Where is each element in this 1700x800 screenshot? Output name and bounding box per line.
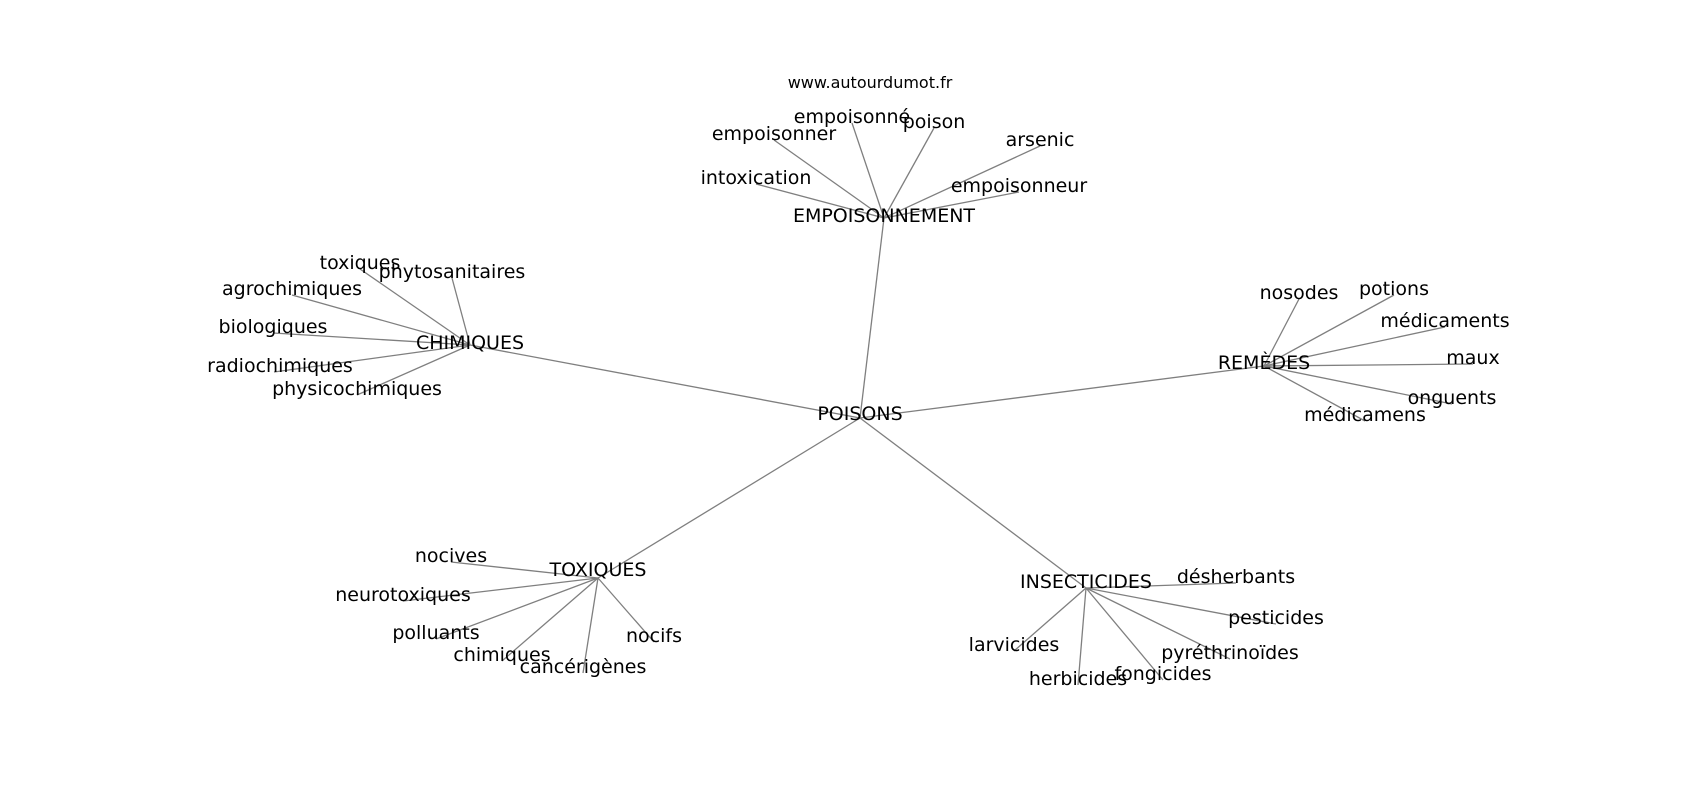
edge-toxiques-nocives xyxy=(450,561,599,579)
node-poisons[interactable]: POISONS xyxy=(817,403,902,425)
node-fongicides[interactable]: fongicides xyxy=(1114,663,1211,685)
edge-empoisonnement-intoxication xyxy=(755,183,885,219)
node-toxiques[interactable]: toxiques xyxy=(320,252,401,274)
node-medicaments[interactable]: médicaments xyxy=(1380,310,1509,332)
node-nosodes[interactable]: nosodes xyxy=(1260,282,1339,304)
edge-remedes-onguents xyxy=(1263,365,1453,405)
node-empoisonneur[interactable]: empoisonneur xyxy=(951,175,1088,197)
edge-toxiques-chimiques xyxy=(501,577,599,662)
node-desherbants[interactable]: désherbants xyxy=(1177,566,1295,588)
node-herbicides[interactable]: herbicides xyxy=(1029,668,1127,690)
node-empoisonner[interactable]: empoisonner xyxy=(712,123,836,145)
edge-empoisonnement-empoisonne xyxy=(851,122,885,219)
node-nocives[interactable]: nocives xyxy=(415,545,487,567)
node-arsenic[interactable]: arsenic xyxy=(1006,129,1075,151)
edge-insecticides-desherbants xyxy=(1085,582,1237,589)
node-intoxication[interactable]: intoxication xyxy=(701,167,812,189)
edge-remedes-medicamens xyxy=(1263,365,1366,422)
node-empoisonnement[interactable]: EMPOISONNEMENT xyxy=(793,205,975,227)
edge-toxiques-cancerigenes xyxy=(582,577,599,674)
node-pyrethrinoides[interactable]: pyréthrinoïdes xyxy=(1161,642,1299,664)
edge-poisons-insecticides xyxy=(859,417,1087,589)
node-physicochimiques[interactable]: physicochimiques xyxy=(272,378,442,400)
edge-chimiques-agrochimiques xyxy=(291,294,471,346)
edge-remedes-potions xyxy=(1263,294,1395,367)
edge-poisons-empoisonnement xyxy=(859,217,885,419)
edges xyxy=(272,122,1474,686)
node-toxiques[interactable]: TOXIQUES xyxy=(549,559,647,581)
edge-insecticides-fongicides xyxy=(1085,587,1164,681)
edge-insecticides-larvicides xyxy=(1013,587,1087,652)
node-nocifs[interactable]: nocifs xyxy=(626,625,682,647)
node-pesticides[interactable]: pesticides xyxy=(1228,607,1324,629)
node-chimiques[interactable]: chimiques xyxy=(453,644,550,666)
edge-toxiques-neurotoxiques xyxy=(402,577,599,602)
edge-poisons-toxiques xyxy=(597,417,861,579)
edge-chimiques-radiochimiques xyxy=(273,344,471,373)
node-neurotoxiques[interactable]: neurotoxiques xyxy=(335,584,471,606)
edge-remedes-medicaments xyxy=(1263,326,1446,367)
node-empoisonne[interactable]: empoisonné xyxy=(794,106,910,128)
edge-chimiques-phytosanitaires xyxy=(451,277,471,346)
node-cancerigenes[interactable]: cancérigènes xyxy=(520,656,647,678)
edge-insecticides-herbicides xyxy=(1077,587,1087,686)
node-potions[interactable]: potions xyxy=(1359,278,1429,300)
edge-empoisonnement-empoisonneur xyxy=(883,191,1020,219)
node-larvicides[interactable]: larvicides xyxy=(969,634,1060,656)
edge-empoisonnement-empoisonner xyxy=(773,139,885,219)
node-biologiques[interactable]: biologiques xyxy=(219,316,328,338)
source-url: www.autourdumot.fr xyxy=(788,73,953,92)
node-chimiques[interactable]: CHIMIQUES xyxy=(416,332,524,354)
node-polluants[interactable]: polluants xyxy=(392,622,479,644)
node-phytosanitaires[interactable]: phytosanitaires xyxy=(379,261,526,283)
edge-remedes-maux xyxy=(1263,363,1474,367)
edge-chimiques-toxiques xyxy=(359,268,471,346)
edge-chimiques-physicochimiques xyxy=(356,344,471,396)
node-remedes[interactable]: REMÈDES xyxy=(1218,351,1310,374)
edge-toxiques-nocifs xyxy=(597,577,655,643)
node-maux[interactable]: maux xyxy=(1446,347,1499,369)
edge-chimiques-biologiques xyxy=(272,332,471,346)
node-onguents[interactable]: onguents xyxy=(1408,387,1497,409)
node-agrochimiques[interactable]: agrochimiques xyxy=(222,278,362,300)
edge-poisons-remedes xyxy=(859,365,1265,419)
node-insecticides[interactable]: INSECTICIDES xyxy=(1020,571,1152,593)
edge-insecticides-pesticides xyxy=(1085,587,1277,625)
node-radiochimiques[interactable]: radiochimiques xyxy=(207,355,353,377)
edge-poisons-chimiques xyxy=(469,344,861,419)
edge-empoisonnement-arsenic xyxy=(883,145,1041,219)
edge-remedes-nosodes xyxy=(1263,298,1300,367)
edge-empoisonnement-poison xyxy=(883,127,935,219)
edge-insecticides-pyrethrinoides xyxy=(1085,587,1231,660)
node-poison[interactable]: poison xyxy=(903,111,966,133)
edge-toxiques-polluants xyxy=(435,577,599,640)
nodes: POISONS EMPOISONNEMENT CHIMIQUES REMÈDES TOX… xyxy=(207,106,1509,690)
node-medicamens[interactable]: médicamens xyxy=(1304,404,1426,426)
